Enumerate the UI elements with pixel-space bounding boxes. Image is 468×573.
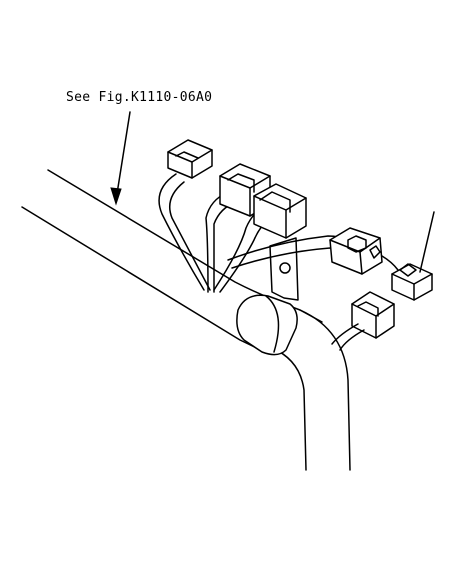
connector-right (329, 227, 399, 275)
mating-connector (391, 211, 435, 301)
connector-middle-2 (253, 183, 307, 239)
mounting-bracket (269, 237, 299, 301)
reference-leader-arrow (110, 111, 131, 206)
tube-clamp (236, 294, 298, 356)
connector-lower-right (331, 291, 395, 351)
connector-top-left (167, 139, 213, 179)
reference-label: See Fig.K1110-06A0 (66, 90, 213, 105)
